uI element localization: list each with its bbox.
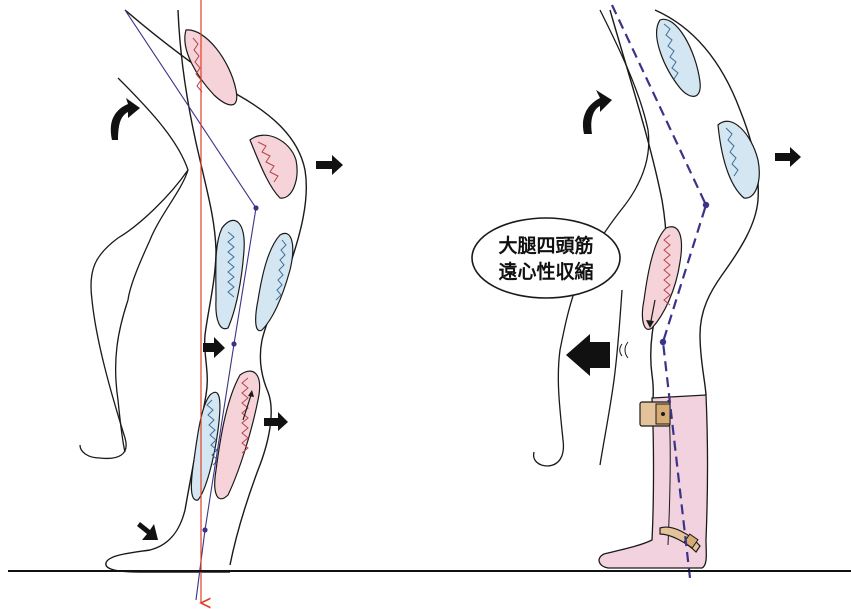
right-hamstring-upper-muscle — [657, 19, 701, 96]
left-calf-back-muscle — [256, 233, 293, 330]
right-knee-sound-mark — [620, 342, 628, 358]
right-knee-push-arrow-icon — [775, 147, 801, 167]
right-axis-joint-hip — [703, 202, 709, 208]
left-knee-push-arrow-icon — [316, 155, 343, 175]
callout-line-1: 大腿四頭筋 — [498, 234, 593, 257]
callout-line-2: 遠心性収縮 — [498, 260, 593, 283]
right-curved-arrow-icon — [583, 90, 612, 134]
right-calf-muscle — [642, 227, 681, 330]
right-rear-shin-outline — [600, 290, 622, 465]
left-panel — [80, 0, 343, 603]
left-calf-front-muscle — [216, 220, 244, 328]
right-knee-back-arrow-icon — [566, 334, 610, 376]
quadriceps-callout: 大腿四頭筋 遠心性収縮 — [472, 218, 620, 298]
left-rear-leg-outline — [80, 78, 188, 458]
left-quadriceps-muscle — [250, 135, 297, 198]
left-rear-leg-back — [116, 300, 128, 452]
left-hamstring-upper-muscle — [185, 30, 237, 105]
right-quadriceps-muscle — [718, 121, 759, 198]
right-panel: 大腿四頭筋 遠心性収縮 — [472, 5, 801, 578]
left-shin-push-arrow-icon — [203, 337, 225, 358]
right-main-leg-back-outline — [610, 10, 666, 420]
left-soleus-muscle — [215, 371, 260, 499]
left-calf-push-arrow-icon — [264, 412, 288, 431]
left-axis-joint-knee — [231, 341, 236, 346]
right-brace-upper-strap — [640, 402, 670, 426]
left-axis-joint-hip — [253, 205, 258, 210]
left-axis-joint-ankle — [202, 527, 207, 532]
left-curved-arrow-icon — [111, 98, 140, 140]
left-foot-arrow-icon — [137, 522, 158, 540]
callout-bubble — [472, 218, 620, 298]
right-axis-joint-knee — [660, 339, 666, 345]
